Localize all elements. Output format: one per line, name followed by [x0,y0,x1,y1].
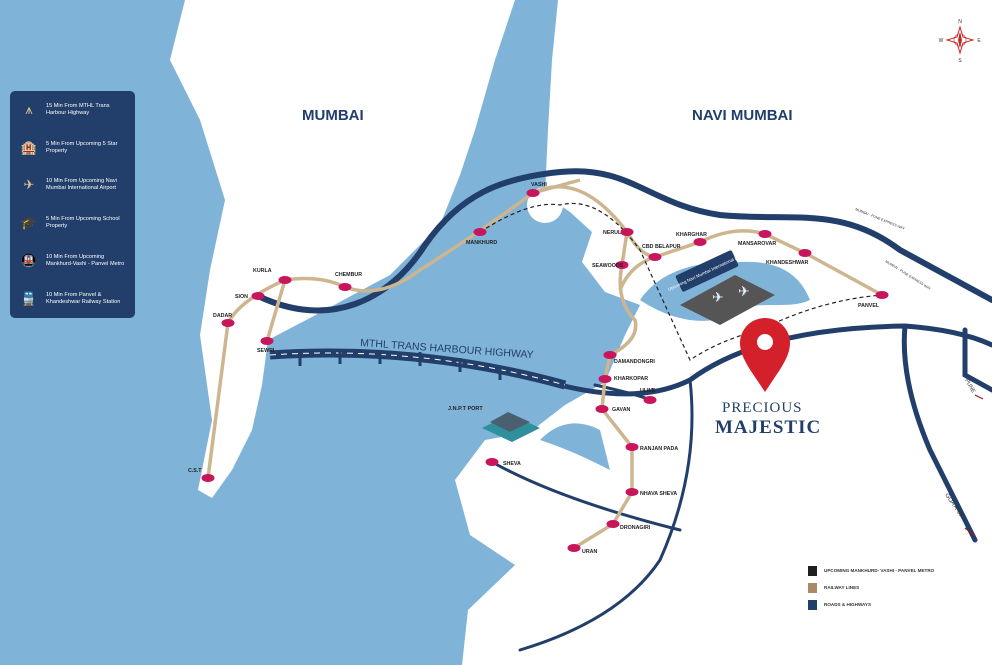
station-marker [251,292,265,300]
metro-icon: 🚇 [20,253,38,269]
station-label: VASHI [531,182,547,188]
city-label-mumbai: MUMBAI [302,107,364,124]
station-marker [338,283,352,291]
arrow-icon [974,394,984,400]
legend-item: RAILWAY LINES [808,579,934,596]
legend-item: ROADS & HIGHWAYS [808,596,934,613]
station-label: MANKHURD [466,240,497,246]
station-label: SION [235,294,248,300]
bridge-icon: ⩚ [25,101,33,117]
harbor-water-inlet [540,423,610,470]
arrow-icon [964,527,976,537]
station-label: KHANDESHWAR [766,260,809,266]
mumbai-land [170,0,515,498]
highlight-text: 15 Min From MTHL Trans Harbour Highway [46,102,110,116]
legend-label: RAILWAY LINES [824,585,860,590]
project-name-line2: MAJESTIC [715,417,822,438]
station-marker [595,405,609,413]
highlight-item: 🚇 10 Min From Upcoming Mankhurd-Vashi - P… [10,242,135,280]
station-marker [221,319,235,327]
location-pin-icon[interactable] [740,318,790,392]
mthl-highway [269,348,567,390]
graduation-cap-icon: 🎓 [20,215,38,231]
station-marker [526,189,540,197]
station-label: DRONAGIRI [620,525,651,531]
station-label: KHARGHAR [676,232,707,238]
station-label: GAVAN [612,407,631,413]
station-marker [693,238,707,246]
station-marker [625,488,639,496]
station-label: CBD BELAPUR [642,244,681,250]
train-icon: 🚆 [20,290,38,306]
station-label: KHARKOPAR [614,376,648,382]
station-marker [758,230,772,238]
highlight-item: ✈ 10 Min From Upcoming Navi Mumbai Intern… [10,167,135,205]
station-marker [620,228,634,236]
station-marker [615,261,629,269]
highlight-text: 10 Min From Panvel & Khandeshwar Railway… [46,291,121,305]
map-legend: UPCOMING MANKHURD- VASHI - PANVEL METRO R… [808,562,934,613]
station-label: SHEVA [503,461,521,467]
station-label: SEAWOODS [592,263,624,269]
port-label: J.N.P.T PORT [448,406,483,412]
svg-text:N: N [958,19,962,25]
city-label-navi-mumbai: NAVI MUMBAI [692,107,793,124]
highlights-panel: ⩚ 15 Min From MTHL Trans Harbour Highway 🏨… [10,91,135,318]
station-marker [625,443,639,451]
station-label: DAMANDONGRI [614,359,655,365]
station-label: SEWRI [257,348,275,354]
airplane-icon: ✈ [712,289,724,305]
highlight-text: 10 Min From Upcoming Navi Mumbai Interna… [46,178,117,192]
station-marker [201,474,215,482]
legend-item: UPCOMING MANKHURD- VASHI - PANVEL METRO [808,562,934,579]
airplane-icon: ✈ [23,177,35,193]
station-marker [567,544,581,552]
legend-swatch [808,582,817,593]
station-label: KURLA [253,268,272,274]
station-marker [485,458,499,466]
station-label: PANVEL [858,303,880,309]
station-marker [278,276,292,284]
mainland-land [455,0,992,665]
compass-icon: N S E W [939,19,982,64]
station-label: RANJAN PADA [640,446,678,452]
svg-text:W: W [939,38,944,44]
station-marker [606,520,620,528]
highlight-item: 🏨 5 Min From Upcoming 5 Star Property [10,129,135,167]
highlight-item: 🎓 5 Min From Upcoming School Property [10,204,135,242]
station-marker [643,396,657,404]
station-marker [473,228,487,236]
highlight-text: 5 Min From Upcoming School Property [46,216,120,230]
stations: C.S.T DADAR SION KURLA SEWRI CHEMBUR MANKHURD V… [188,182,889,555]
legend-label: ROADS & HIGHWAYS [824,602,872,607]
station-marker [598,375,612,383]
station-label: CHEMBUR [335,272,362,278]
project-name-line1: PRECIOUS [722,400,803,416]
legend-label: UPCOMING MANKHURD- VASHI - PANVEL METRO [824,568,935,573]
airplane-icon: ✈ [738,283,750,299]
legend-swatch [808,599,817,610]
station-label: NERUL [603,230,622,236]
highlight-text: 10 Min From Upcoming Mankhurd-Vashi - Pa… [46,254,125,268]
station-label: C.S.T [188,468,202,474]
station-marker [603,351,617,359]
station-label: NHAVA SHEVA [640,491,677,497]
station-label: DADAR [213,313,232,319]
highlight-text: 5 Min From Upcoming 5 Star Property [46,140,118,154]
highlight-item: 🚆 10 Min From Panvel & Khandeshwar Railwa… [10,280,135,318]
station-marker [875,291,889,299]
hotel-icon: 🏨 [20,139,38,155]
highlight-item: ⩚ 15 Min From MTHL Trans Harbour Highway [10,91,135,129]
station-marker [648,253,662,261]
station-label: ULWE [640,388,656,394]
legend-swatch [808,565,817,576]
station-label: URAN [582,549,597,555]
port [482,412,540,442]
station-label: MANSAROVAR [738,241,776,247]
svg-text:E: E [977,38,981,44]
svg-text:S: S [958,58,962,64]
station-marker [798,249,812,257]
station-marker [260,337,274,345]
